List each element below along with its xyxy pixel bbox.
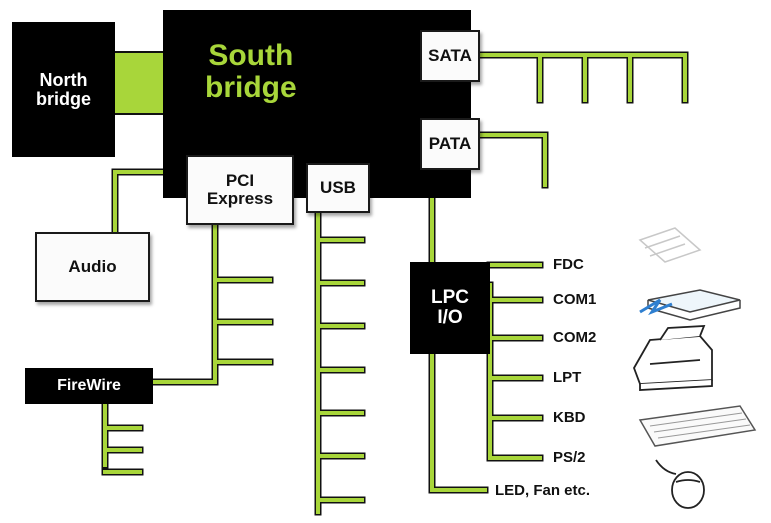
audio-label: Audio (68, 257, 117, 277)
north-south-link (111, 51, 168, 115)
usb-label: USB (320, 178, 356, 198)
port-kbd: KBD (553, 409, 586, 426)
audio-bus (111, 168, 169, 236)
pata-block: PATA (420, 118, 480, 170)
pci-express-bus (146, 221, 274, 386)
north-bridge-block: North bridge (12, 22, 115, 157)
pata-label: PATA (428, 134, 472, 154)
port-led-fan: LED, Fan etc. (495, 482, 591, 499)
firewire-block: FireWire (25, 368, 153, 404)
south-bridge-label: South bridge (205, 39, 297, 104)
sata-label: SATA (428, 46, 472, 66)
sata-block: SATA (420, 30, 480, 82)
lpc-io-label: LPC I/O (431, 287, 469, 328)
pata-bus (466, 131, 549, 189)
north-bridge-label: North bridge (35, 69, 91, 109)
port-fdc: FDC (553, 256, 584, 273)
sata-bus (466, 51, 689, 104)
lpc-io-block: LPC I/O (410, 262, 490, 354)
lpc-port-bus (486, 261, 544, 462)
port-lpt: LPT (553, 369, 582, 386)
port-com2: COM2 (553, 329, 597, 346)
usb-bus (314, 201, 366, 516)
firewire-label: FireWire (57, 376, 121, 394)
port-ps2: PS/2 (553, 449, 586, 466)
firewire-bus (101, 391, 144, 476)
audio-block: Audio (35, 232, 150, 302)
port-com1: COM1 (553, 291, 597, 308)
pci-express-label: PCI Express (206, 171, 274, 208)
usb-block: USB (306, 163, 370, 213)
pci-express-block: PCI Express (186, 155, 294, 225)
